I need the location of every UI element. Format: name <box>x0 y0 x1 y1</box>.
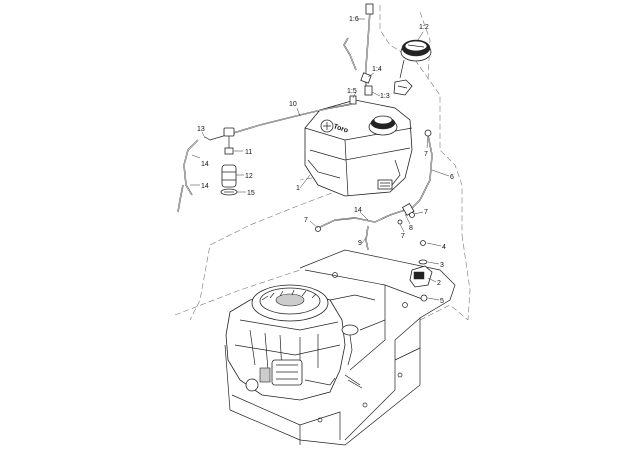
fittings <box>315 129 432 232</box>
fuel-tank: Toro <box>304 99 413 197</box>
callout-11: 11 <box>245 149 252 156</box>
fuel-cap <box>399 39 432 79</box>
fuel-hoses <box>177 103 433 251</box>
callout-4: 4 <box>442 244 446 251</box>
mower-frame <box>224 249 456 446</box>
callout-10: 10 <box>289 101 297 108</box>
callout-7-right: 7 <box>424 209 428 216</box>
callout-labels: 1:6 1:2 1:4 1:5 1:3 10 13 14 11 12 14 15… <box>197 16 454 305</box>
callout-1-2: 1:2 <box>419 24 429 31</box>
callout-7-lower: 7 <box>401 233 405 240</box>
callout-1: 1 <box>296 185 300 192</box>
engine-assembly <box>225 284 363 401</box>
callout-14-left-lower: 14 <box>201 183 209 190</box>
tank-brand-text: Toro <box>332 123 348 134</box>
callout-1-3: 1:3 <box>380 93 390 100</box>
callout-13: 13 <box>197 126 205 133</box>
cap-tether <box>393 79 413 96</box>
fuel-filter-assembly <box>220 127 238 196</box>
callout-1-6: 1:6 <box>349 16 359 23</box>
callout-6: 6 <box>450 174 454 181</box>
callout-2: 2 <box>437 280 441 287</box>
callout-12: 12 <box>245 173 253 180</box>
callout-7-left: 7 <box>304 217 308 224</box>
callout-7-tank: 7 <box>424 151 428 158</box>
leader-lines <box>190 18 450 301</box>
callout-14-left-upper: 14 <box>201 161 209 168</box>
callout-8: 8 <box>409 225 413 232</box>
callout-15: 15 <box>247 190 255 197</box>
callout-1-5: 1:5 <box>347 88 357 95</box>
vent-tube-assembly <box>343 3 374 105</box>
callout-9: 9 <box>358 240 362 247</box>
shutoff-valve-assembly <box>409 240 433 302</box>
callout-14-middle: 14 <box>354 207 362 214</box>
callout-5: 5 <box>440 298 444 305</box>
callout-1-4: 1:4 <box>372 66 382 73</box>
callout-3: 3 <box>440 262 444 269</box>
